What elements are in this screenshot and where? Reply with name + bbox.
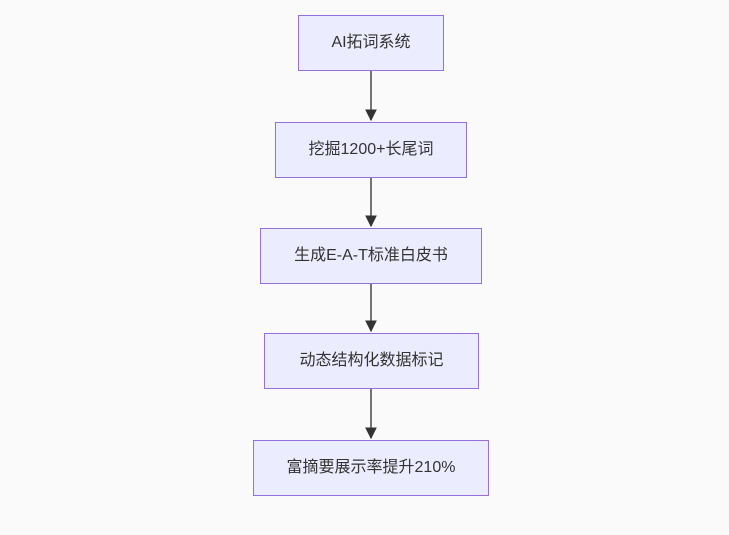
flow-node-ai-word-system: AI拓词系统 (298, 15, 444, 71)
flow-node-label: 挖掘1200+长尾词 (308, 141, 434, 159)
flow-node-eat-whitepaper: 生成E-A-T标准白皮书 (260, 228, 482, 284)
flow-node-label: AI拓词系统 (331, 34, 411, 52)
flow-node-label: 生成E-A-T标准白皮书 (294, 247, 448, 265)
flow-node-longtail-mining: 挖掘1200+长尾词 (275, 122, 467, 178)
flow-node-label: 富摘要展示率提升210% (286, 459, 456, 477)
flow-node-rich-snippet-result: 富摘要展示率提升210% (253, 440, 489, 496)
flow-node-structured-data-markup: 动态结构化数据标记 (264, 333, 479, 389)
flow-node-label: 动态结构化数据标记 (299, 352, 444, 370)
